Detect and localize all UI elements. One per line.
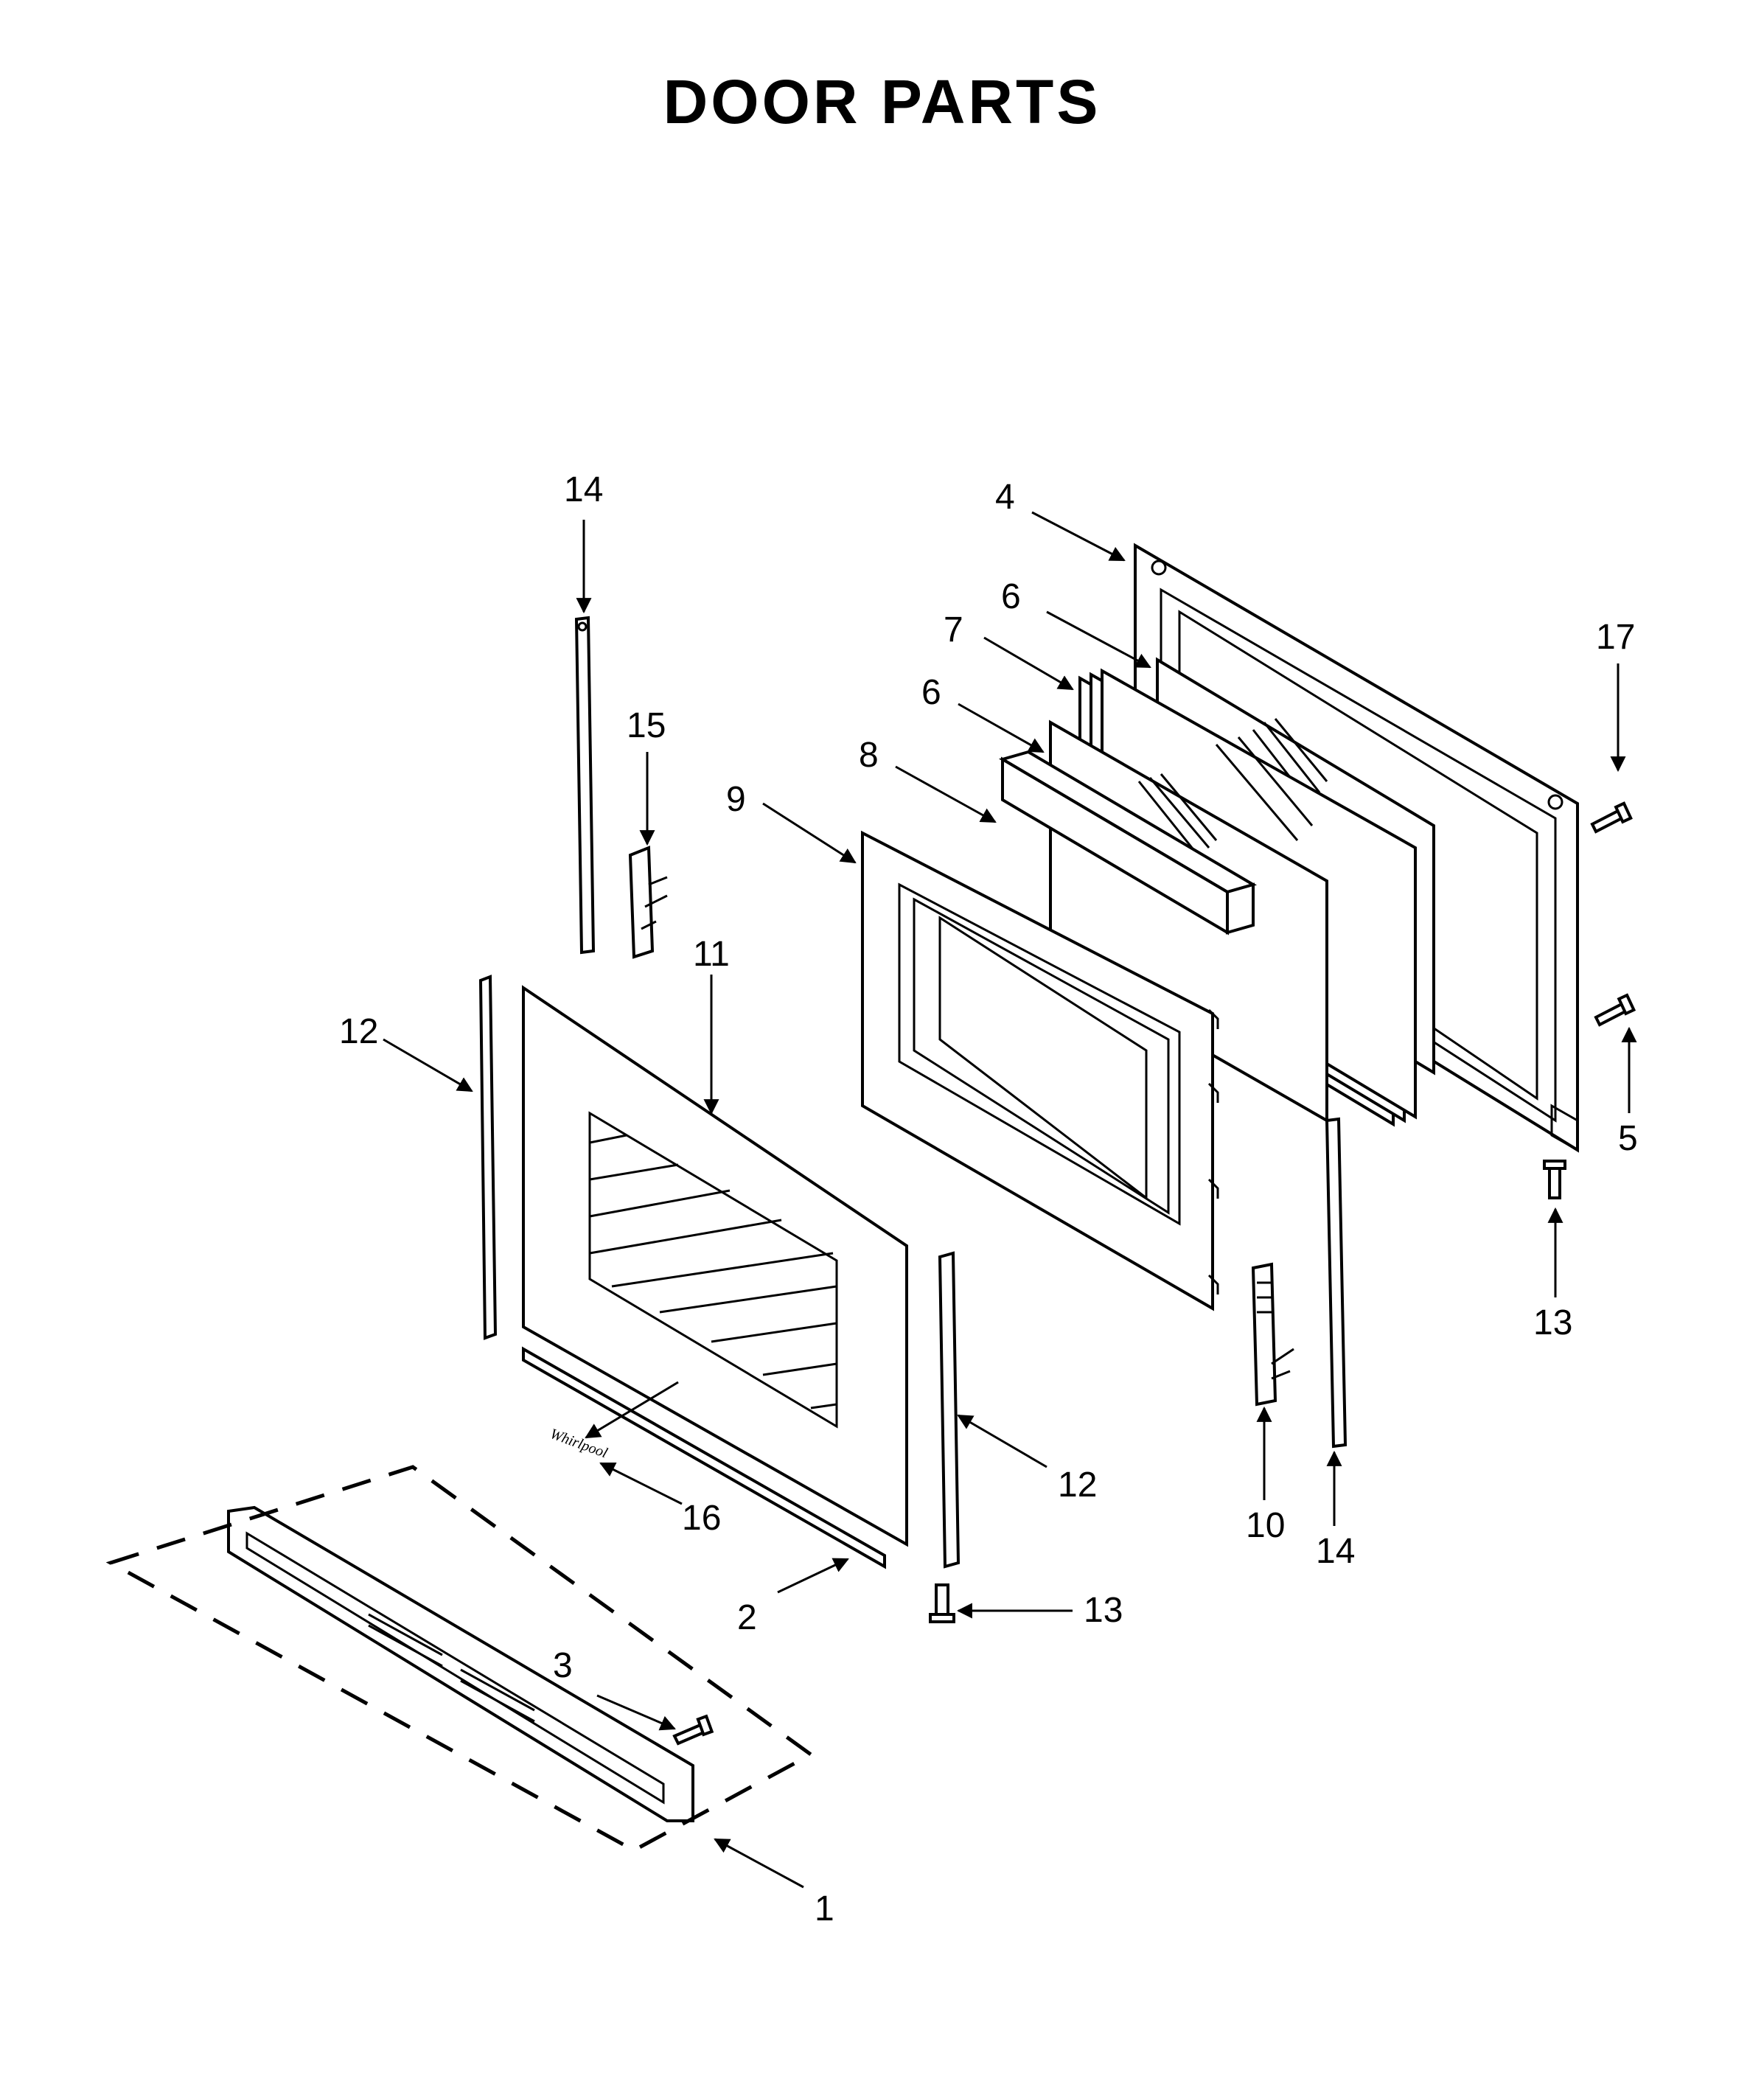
- callout-17: 17: [1596, 618, 1635, 657]
- callout-2: 2: [737, 1598, 757, 1637]
- callout-1: 1: [815, 1889, 834, 1928]
- left-hinge: [628, 846, 668, 959]
- handle-kit-outline: [105, 1465, 815, 1853]
- callout-12-left: 12: [339, 1012, 378, 1051]
- callout-6-front: 6: [921, 673, 941, 712]
- screw-17: [1590, 801, 1633, 834]
- left-hinge-arm: [574, 616, 596, 955]
- left-side-trim: [478, 975, 498, 1340]
- screw-5: [1594, 993, 1636, 1027]
- screw-13-bottom: [929, 1583, 955, 1623]
- callout-13-bottom: 13: [1084, 1591, 1123, 1630]
- callout-3: 3: [553, 1646, 573, 1685]
- leader-lines: [383, 511, 1637, 1889]
- callout-7: 7: [944, 610, 963, 649]
- bottom-trim: [522, 1346, 886, 1569]
- right-hinge-arm: [1325, 1117, 1348, 1449]
- nameplate-logo: Whirlpool: [548, 1426, 610, 1462]
- callout-14-right: 14: [1316, 1532, 1355, 1571]
- callout-6-rear: 6: [1001, 577, 1021, 616]
- right-side-trim: [938, 1251, 961, 1569]
- callout-16: 16: [682, 1499, 721, 1538]
- callout-9: 9: [726, 780, 746, 819]
- callout-14-left: 14: [564, 470, 603, 509]
- callout-11: 11: [693, 935, 730, 974]
- screw-13-right: [1543, 1160, 1566, 1199]
- callout-13-right: 13: [1533, 1303, 1572, 1342]
- inner-door-frame: [861, 830, 1219, 1311]
- outer-door-glass: [522, 985, 908, 1547]
- callout-5: 5: [1618, 1119, 1638, 1158]
- insulation-block: [998, 750, 1258, 935]
- callout-8: 8: [859, 736, 879, 775]
- callout-10: 10: [1246, 1506, 1285, 1545]
- door-handle: [227, 1505, 694, 1822]
- callout-12-right: 12: [1058, 1466, 1097, 1505]
- callout-15: 15: [627, 706, 666, 745]
- right-hinge: [1251, 1262, 1294, 1407]
- screw-3: [672, 1714, 714, 1746]
- callout-4: 4: [995, 478, 1015, 517]
- handle-vents: [368, 1613, 535, 1723]
- glass-hatch: [589, 1134, 837, 1409]
- callout-labels: 4 6 7 6 8 9 14 15 11 12 12 16 2 13 3 1 1…: [339, 470, 1638, 1928]
- page-title: DOOR PARTS: [663, 67, 1101, 136]
